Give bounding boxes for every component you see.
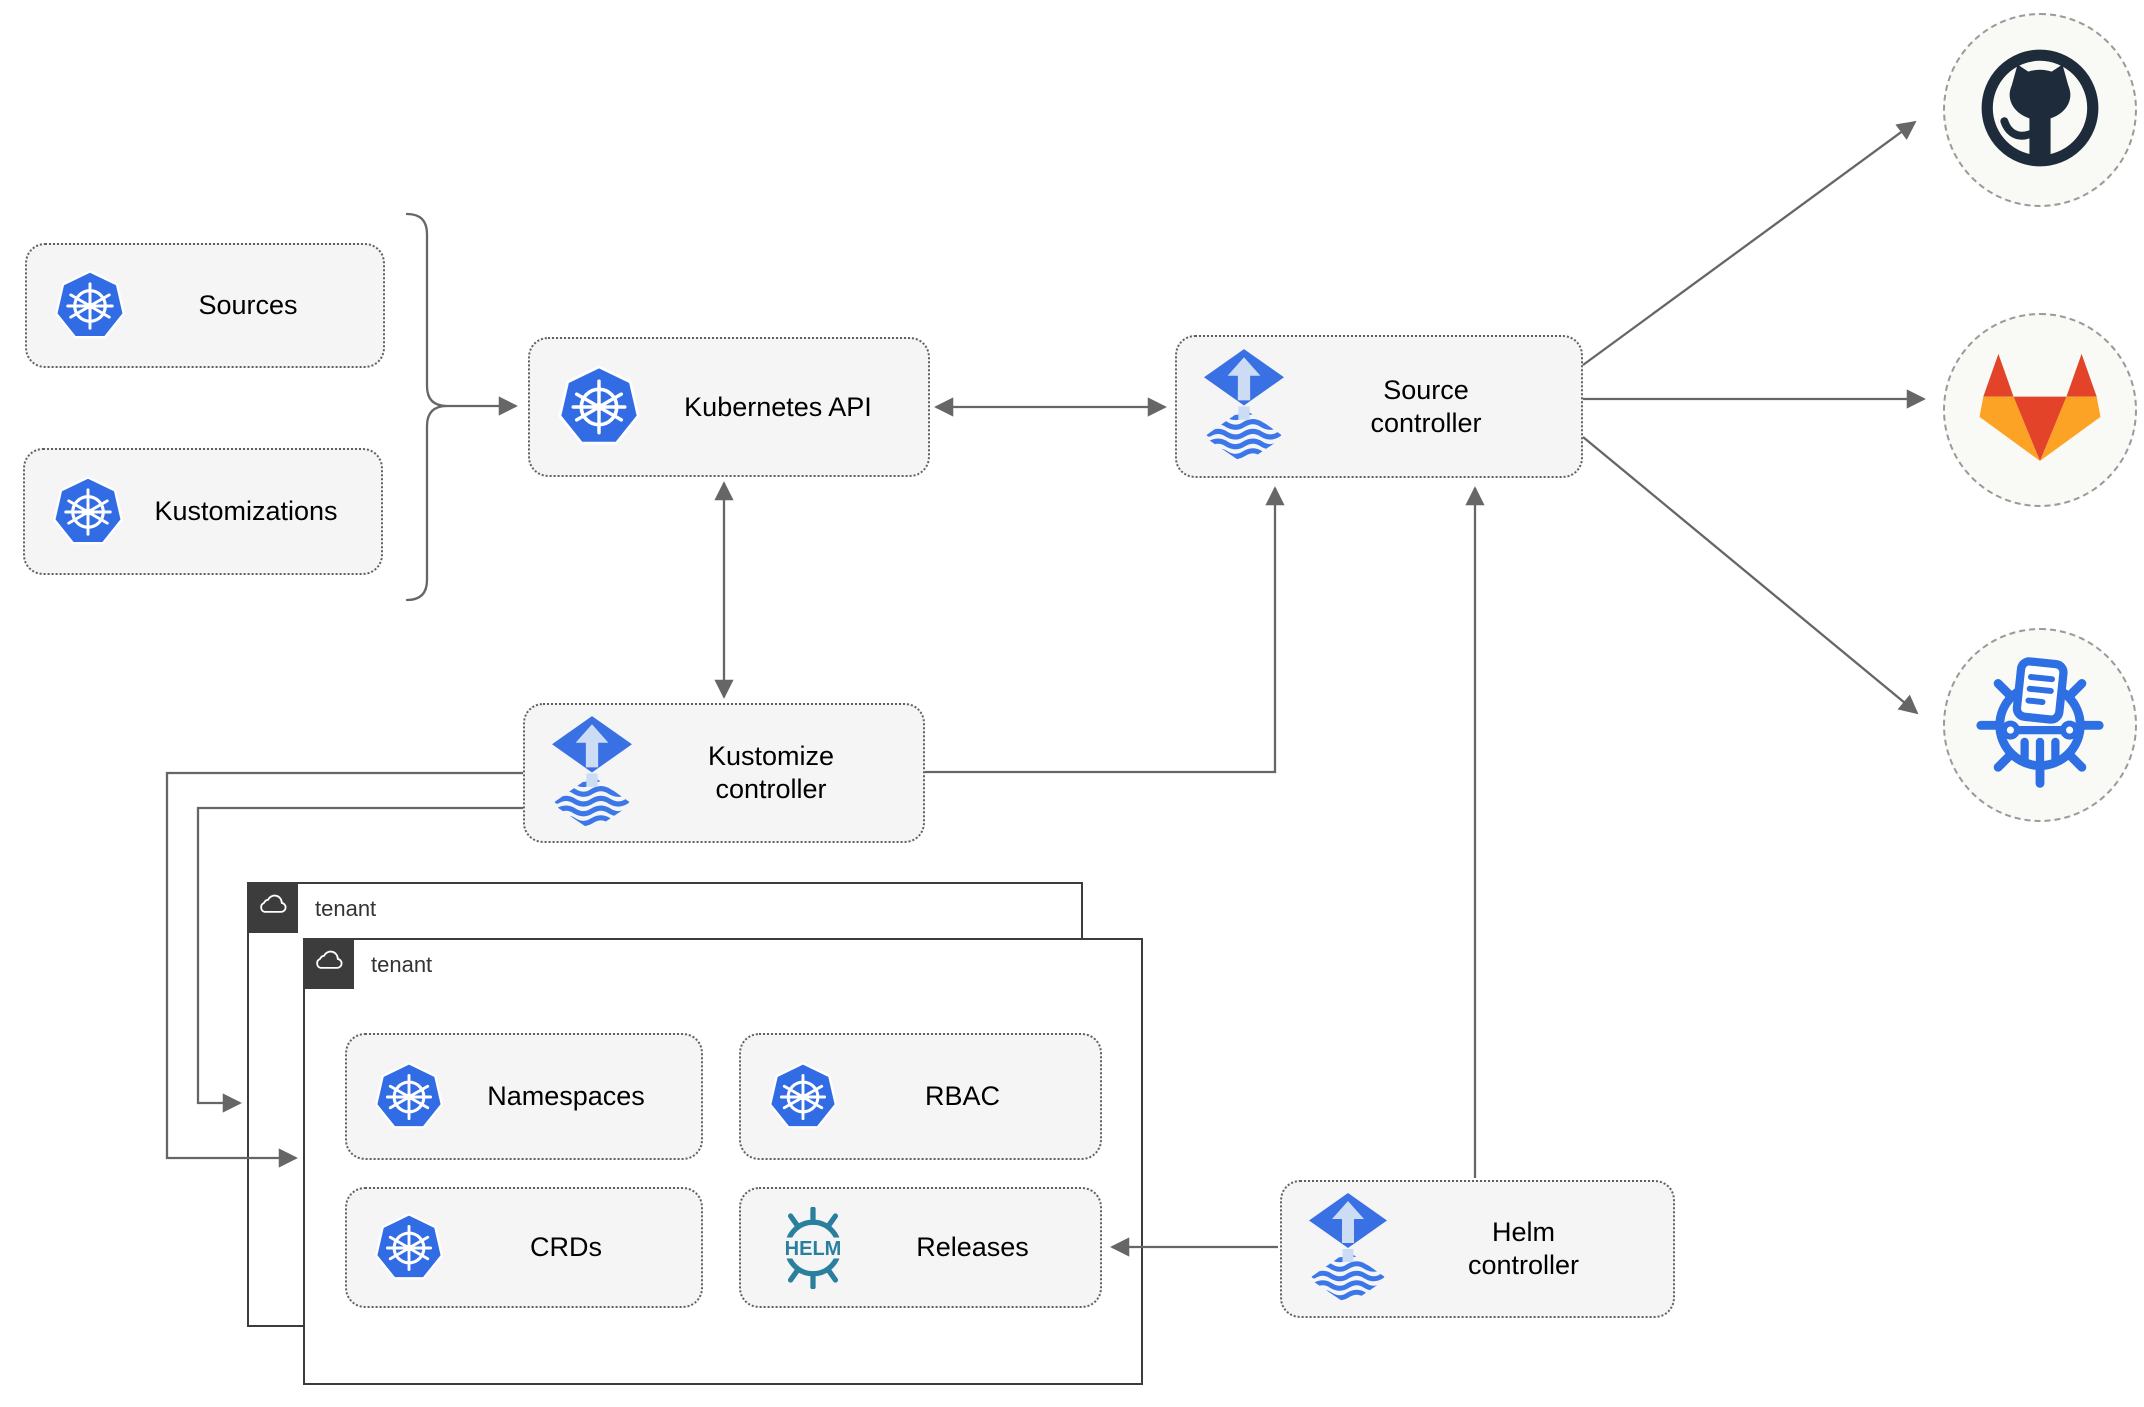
- kubernetes-icon: [51, 474, 125, 550]
- cloud-icon: [312, 949, 346, 978]
- helm-icon: HELM: [767, 1206, 859, 1289]
- github-icon: [1974, 42, 2106, 179]
- node-releases: HELM Releases: [739, 1187, 1102, 1308]
- flux-icon: [1203, 349, 1285, 464]
- node-label: Releases: [916, 1232, 1029, 1263]
- external-gitlab: [1943, 313, 2137, 507]
- node-crds: CRDs: [345, 1187, 703, 1308]
- node-rbac: RBAC: [739, 1033, 1102, 1160]
- external-chartmuseum: [1943, 628, 2137, 822]
- tenant-badge: [303, 938, 354, 989]
- node-label: Helm controller: [1467, 1217, 1580, 1280]
- tenant-badge: [247, 882, 298, 933]
- node-label: Kustomizations: [154, 496, 338, 527]
- flux-icon: [551, 716, 633, 831]
- edge-kustomize-to-source-controller: [925, 486, 1285, 774]
- flux-icon: [1308, 1193, 1388, 1305]
- node-label: Source controller: [1370, 374, 1482, 438]
- edge-source-to-github: [1582, 120, 1917, 366]
- cloud-icon: [256, 893, 290, 922]
- kubernetes-icon: [373, 1060, 445, 1134]
- node-label: RBAC: [924, 1081, 1000, 1112]
- tenant-label: tenant: [315, 896, 377, 921]
- bracket-sources-group: [405, 212, 448, 602]
- node-label: Namespaces: [487, 1081, 645, 1112]
- edge-source-to-chartmuseum: [1582, 436, 1919, 715]
- node-kubernetes-api: Kubernetes API: [528, 337, 930, 477]
- node-source-controller: Source controller: [1175, 335, 1583, 478]
- node-label: CRDs: [530, 1232, 602, 1263]
- chartmuseum-icon: [1969, 652, 2111, 799]
- node-kustomizations: Kustomizations: [23, 448, 383, 575]
- helm-logo-text: HELM: [785, 1238, 842, 1260]
- node-label: Kustomize controller: [707, 741, 835, 804]
- node-label: Sources: [198, 290, 298, 321]
- node-label: Kubernetes API: [684, 391, 872, 422]
- tenant-group-inner: tenant: [303, 938, 1143, 1385]
- node-helm-controller: Helm controller: [1280, 1180, 1675, 1318]
- node-namespaces: Namespaces: [345, 1033, 703, 1160]
- external-github: [1943, 13, 2137, 207]
- node-sources: Sources: [25, 243, 385, 368]
- gitlab-icon: [1977, 350, 2103, 471]
- kubernetes-icon: [373, 1211, 445, 1285]
- kubernetes-icon: [556, 363, 642, 451]
- tenant-label: tenant: [371, 952, 433, 977]
- kubernetes-icon: [53, 268, 127, 344]
- node-kustomize-controller: Kustomize controller: [523, 703, 925, 843]
- kubernetes-icon: [767, 1060, 839, 1134]
